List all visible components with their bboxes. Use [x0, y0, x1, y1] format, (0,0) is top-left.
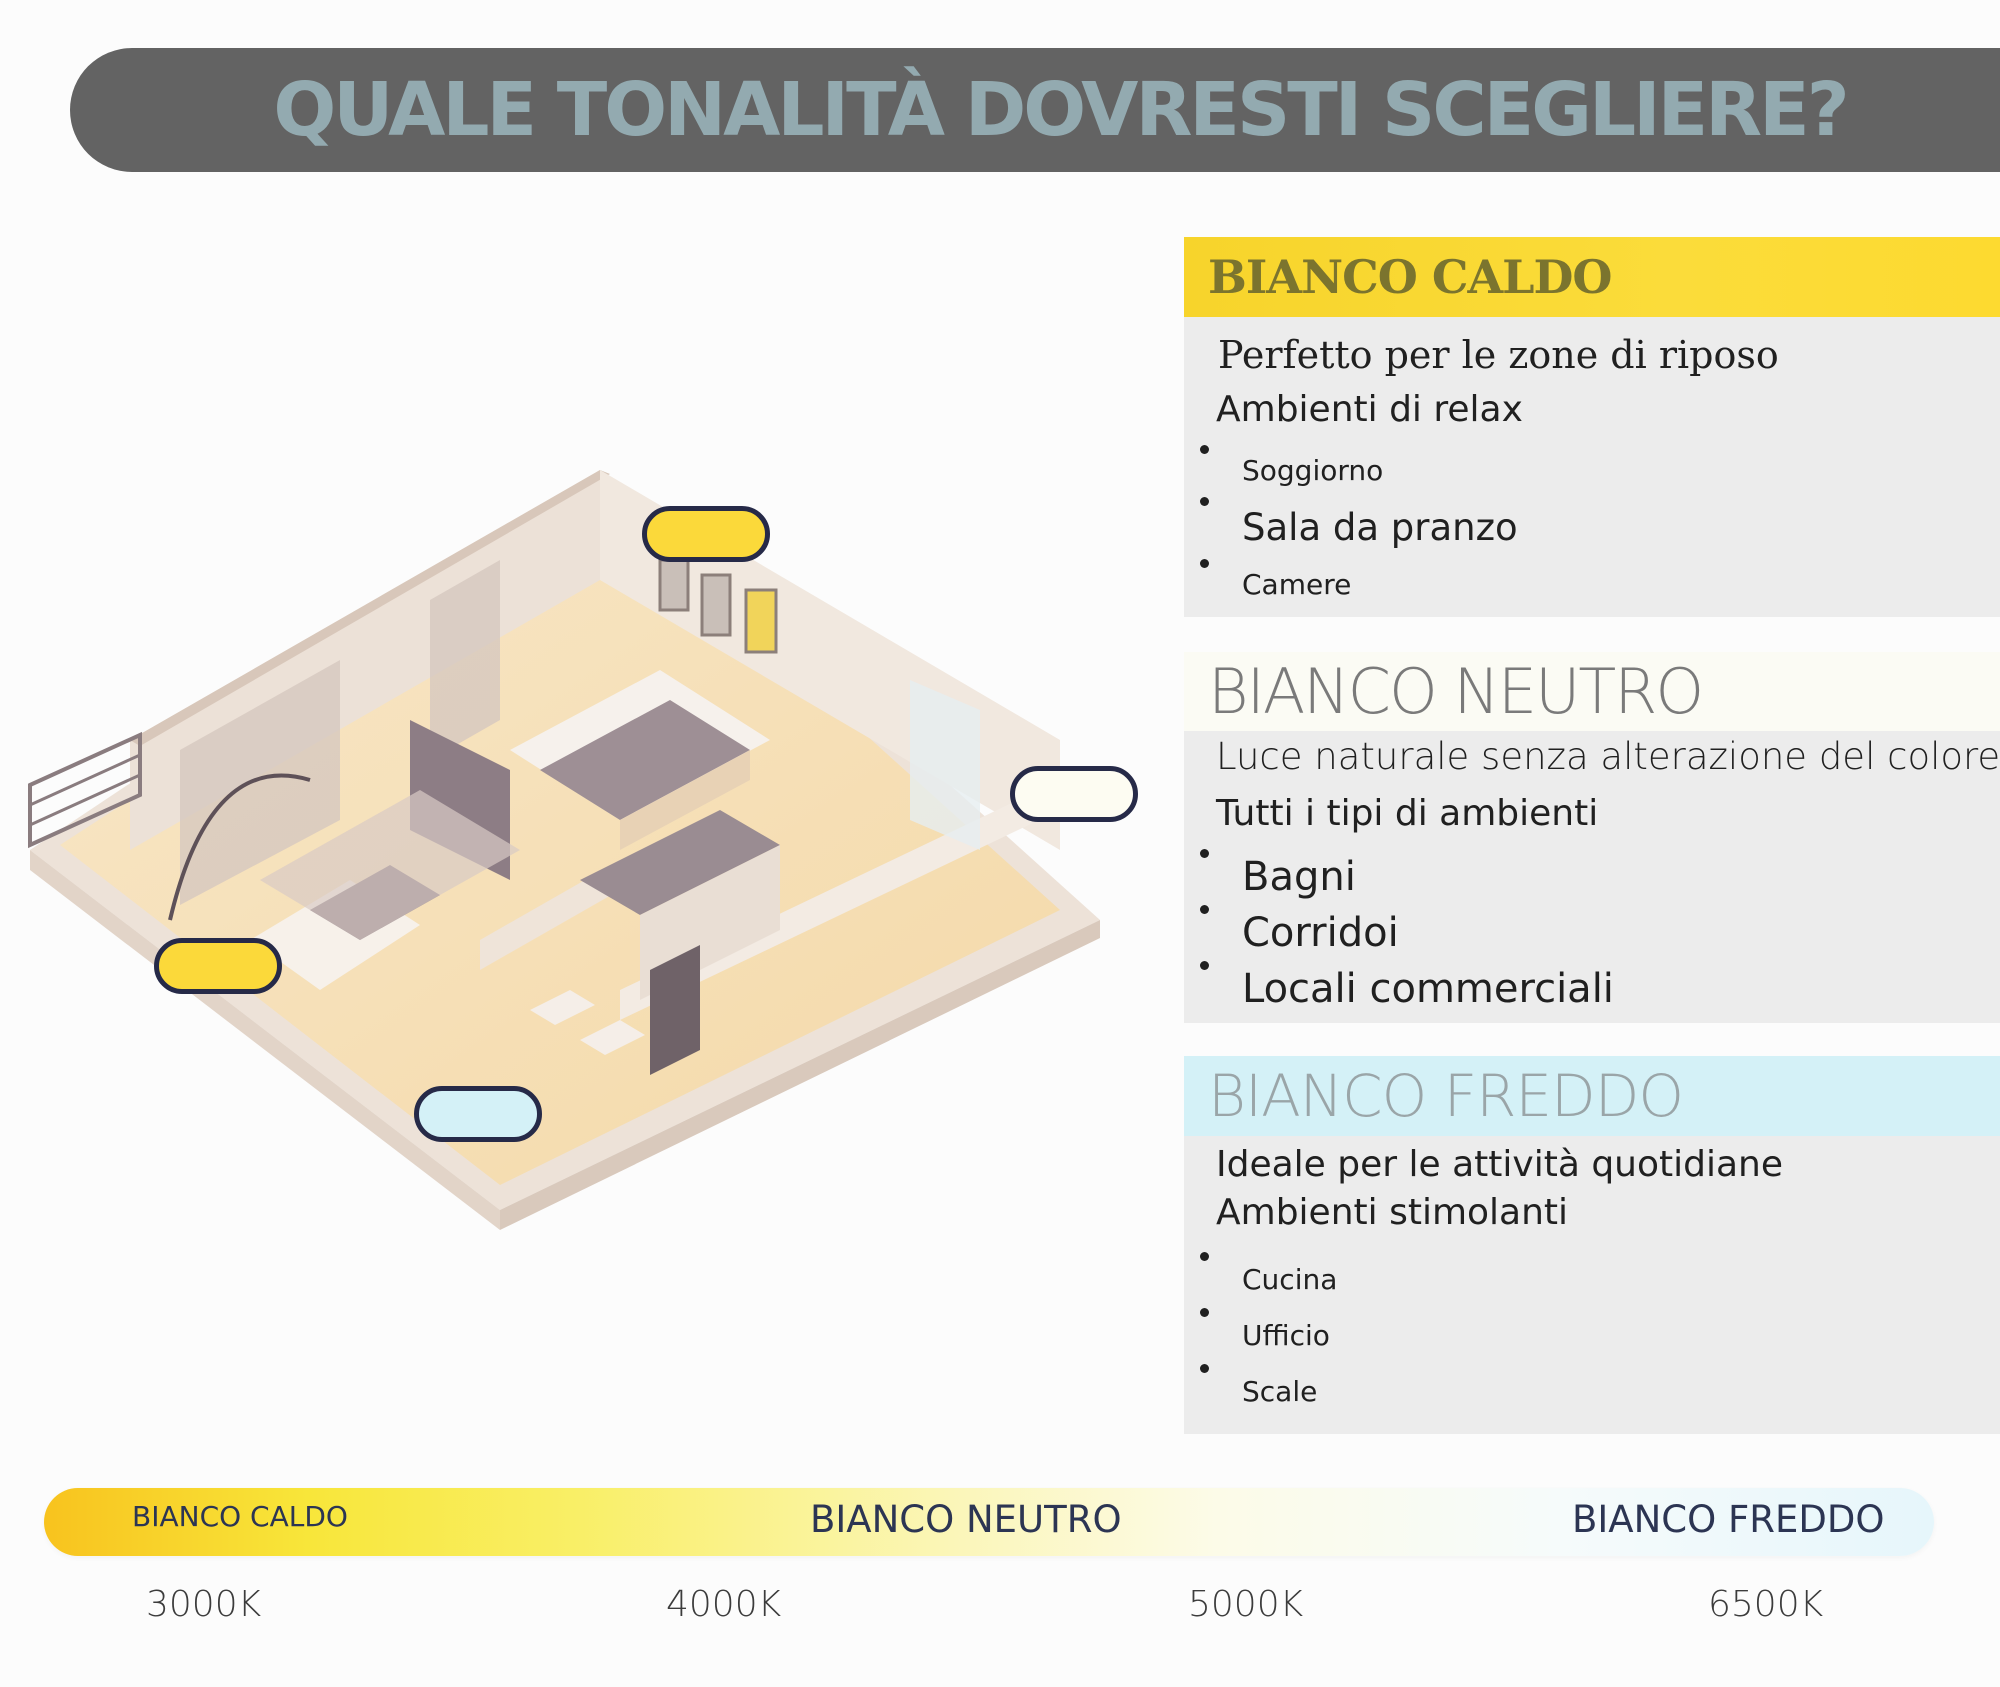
- list-item: Soggiorno: [1184, 445, 1518, 497]
- section-body-warm: Perfetto per le zone di riposo Ambienti …: [1184, 317, 2000, 617]
- scale-label-neutral: BIANCO NEUTRO: [810, 1498, 1122, 1541]
- kelvin-5000: 5000K: [1188, 1584, 1304, 1625]
- list-item: Bagni: [1184, 849, 1614, 905]
- section-body-neutral: Luce naturale senza alterazione del colo…: [1184, 731, 2000, 1023]
- apartment-illustration: [20, 450, 1140, 1230]
- section-header-neutral: BIANCO NEUTRO: [1184, 652, 2000, 732]
- list-item: Cucina: [1184, 1252, 1337, 1308]
- cool-subtitle: Ambienti stimolanti: [1216, 1192, 1569, 1233]
- section-body-cool: Ideale per le attività quotidiane Ambien…: [1184, 1136, 2000, 1434]
- color-temperature-bar: [44, 1488, 1934, 1556]
- section-header-warm: BIANCO CALDO: [1184, 237, 2000, 317]
- list-item: Camere: [1184, 559, 1518, 611]
- list-item: Locali commerciali: [1184, 961, 1614, 1017]
- scale-label-warm: BIANCO CALDO: [132, 1500, 348, 1533]
- warm-subtitle: Ambienti di relax: [1216, 389, 1523, 430]
- list-item: Scale: [1184, 1364, 1337, 1420]
- scale-label-cool: BIANCO FREDDO: [1572, 1498, 1885, 1541]
- neutral-room-list: Bagni Corridoi Locali commerciali: [1184, 849, 1614, 1017]
- warm-light-marker: [642, 506, 770, 562]
- cool-light-marker: [414, 1086, 542, 1142]
- list-item: Ufficio: [1184, 1308, 1337, 1364]
- warm-light-marker: [154, 938, 282, 994]
- kelvin-4000: 4000K: [666, 1584, 782, 1625]
- warm-room-list: Soggiorno Sala da pranzo Camere: [1184, 445, 1518, 611]
- kelvin-6500: 6500K: [1708, 1584, 1824, 1625]
- neutral-subtitle: Tutti i tipi di ambienti: [1216, 793, 1599, 834]
- cool-description: Ideale per le attività quotidiane: [1216, 1144, 1784, 1185]
- warm-description: Perfetto per le zone di riposo: [1218, 333, 1779, 377]
- page-title: QUALE TONALITÀ DOVRESTI SCEGLIERE?: [273, 67, 1849, 153]
- neutral-light-marker: [1010, 766, 1138, 822]
- kelvin-3000: 3000K: [146, 1584, 262, 1625]
- cool-room-list: Cucina Ufficio Scale: [1184, 1252, 1337, 1420]
- section-header-cool: BIANCO FREDDO: [1184, 1056, 2000, 1136]
- list-item: Corridoi: [1184, 905, 1614, 961]
- section-title-neutral: BIANCO NEUTRO: [1208, 655, 1704, 728]
- neutral-description: Luce naturale senza alterazione del colo…: [1216, 735, 2000, 778]
- isometric-apartment-image: [28, 470, 1100, 1230]
- title-banner: [70, 48, 2000, 172]
- section-title-cool: BIANCO FREDDO: [1208, 1062, 1684, 1130]
- list-item: Sala da pranzo: [1184, 497, 1518, 559]
- section-title-warm: BIANCO CALDO: [1208, 250, 1612, 304]
